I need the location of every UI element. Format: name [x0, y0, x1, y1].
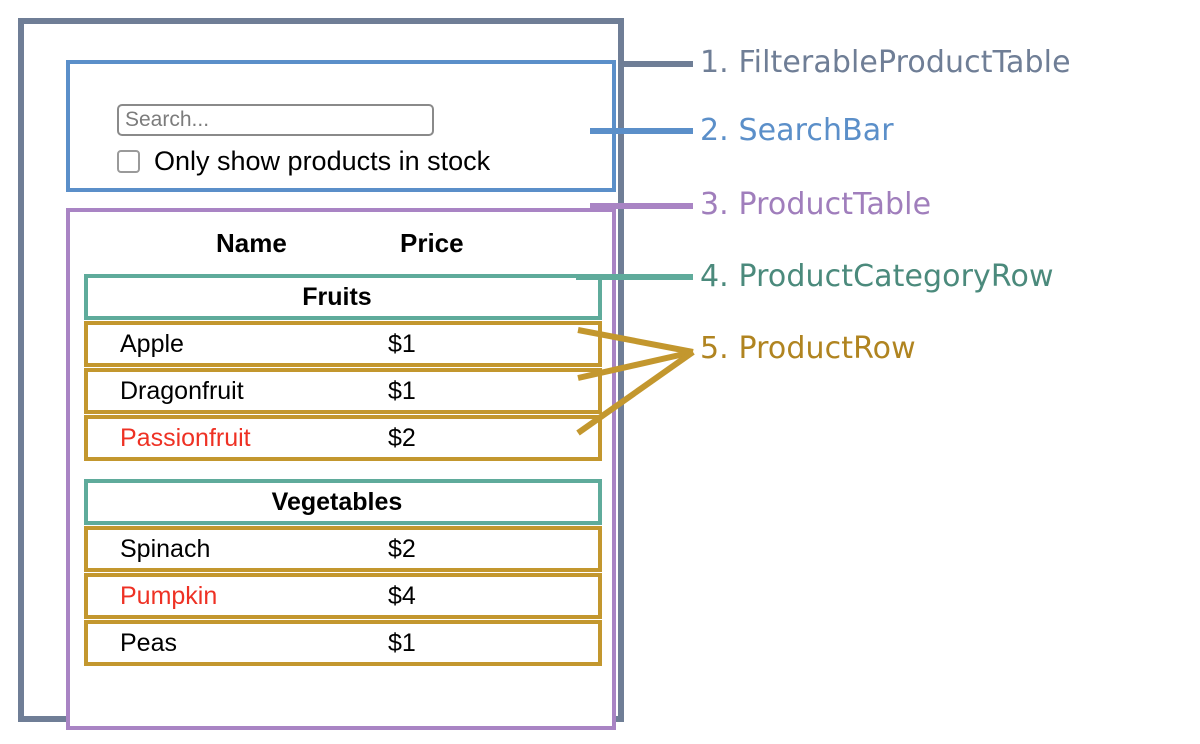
column-header-price: Price: [400, 228, 464, 258]
annotation-label-product-table: 3. ProductTable: [700, 187, 932, 222]
category-label: Vegetables: [271, 487, 403, 516]
product-name: Peas: [120, 628, 177, 657]
product-price: $4: [388, 581, 416, 610]
search-bar-box: Only show products in stock: [66, 60, 616, 192]
filterable-product-table-box: Only show products in stock Name Price F…: [18, 18, 624, 730]
product-row: Peas $1: [84, 620, 602, 666]
product-row: Dragonfruit $1: [84, 368, 602, 414]
column-header-name: Name: [216, 228, 287, 258]
product-price: $1: [388, 628, 416, 657]
stock-filter-checkbox-row[interactable]: Only show products in stock: [117, 148, 490, 175]
product-name: Pumpkin: [120, 581, 218, 610]
product-name: Passionfruit: [120, 423, 251, 452]
product-row: Passionfruit $2: [84, 415, 602, 461]
table-column-headers: Name Price: [70, 226, 616, 266]
product-category-row: Fruits: [84, 274, 602, 320]
stock-filter-label: Only show products in stock: [154, 146, 491, 176]
product-table-rows: Fruits Apple $1 Dragonfruit $1 Passionfr…: [84, 274, 602, 666]
product-price: $2: [388, 534, 416, 563]
product-category-row: Vegetables: [84, 479, 602, 525]
product-name: Spinach: [120, 534, 211, 563]
product-row: Pumpkin $4: [84, 573, 602, 619]
category-label: Fruits: [302, 282, 372, 311]
product-row: Apple $1: [84, 321, 602, 367]
group-spacer: [84, 461, 602, 479]
product-name: Dragonfruit: [120, 376, 244, 405]
product-price: $2: [388, 423, 416, 452]
annotation-label-product-category-row: 4. ProductCategoryRow: [700, 259, 1054, 294]
product-name: Apple: [120, 329, 184, 358]
search-input[interactable]: [117, 104, 434, 136]
annotation-label-product-row: 5. ProductRow: [700, 331, 916, 366]
product-table-box: Name Price Fruits Apple $1 Dragonfruit $…: [66, 208, 616, 730]
checkbox-icon[interactable]: [117, 150, 140, 173]
product-price: $1: [388, 329, 416, 358]
annotation-label-search-bar: 2. SearchBar: [700, 113, 894, 148]
product-price: $1: [388, 376, 416, 405]
annotation-label-filterable-product-table: 1. FilterableProductTable: [700, 45, 1071, 80]
product-row: Spinach $2: [84, 526, 602, 572]
